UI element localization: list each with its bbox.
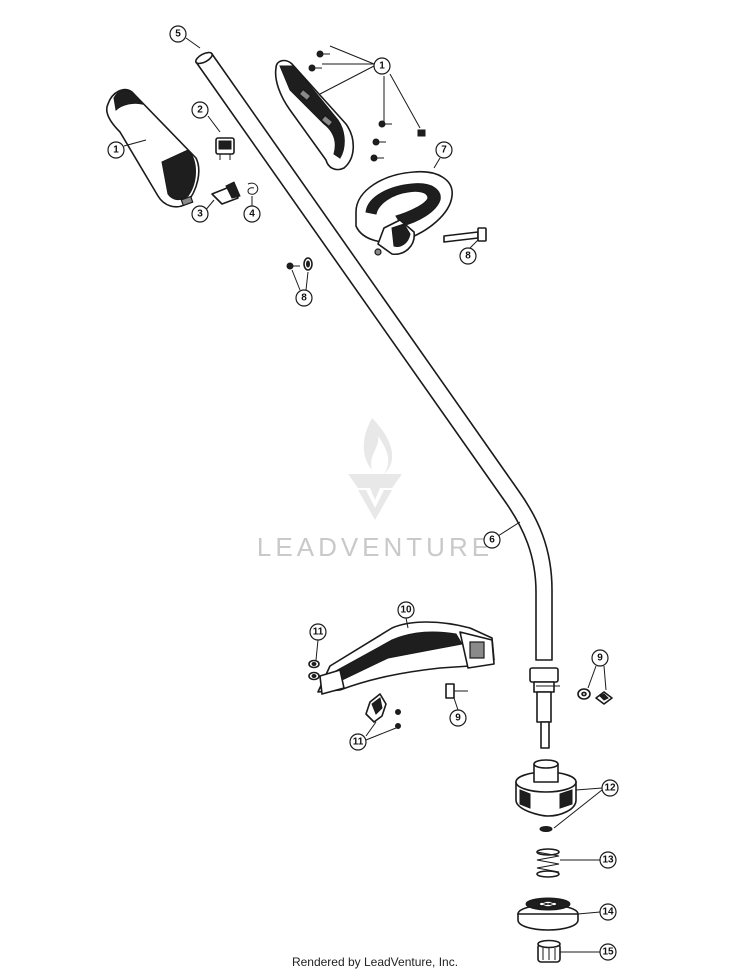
bump-knob-part <box>537 939 561 963</box>
spool-housing-part <box>515 759 577 832</box>
shaft-tube <box>195 51 553 661</box>
screw-set-part <box>308 50 426 162</box>
callout-10-label: 10 <box>400 605 412 616</box>
callout-6-label: 6 <box>489 535 495 546</box>
bolt-part <box>443 227 487 243</box>
callout-7-label: 7 <box>441 145 447 156</box>
nut-screw-part <box>286 257 313 271</box>
rear-handle-part <box>105 88 200 208</box>
callout-1-handle: 1 <box>107 141 125 159</box>
callout-8-left-label: 8 <box>301 293 307 304</box>
watermark-text: LEADVENTURE <box>257 532 493 562</box>
callout-2-label: 2 <box>197 105 203 116</box>
washer-part <box>308 659 320 681</box>
washer-nut-part <box>577 688 613 705</box>
callout-14: 14 <box>599 903 617 921</box>
callout-8-left: 8 <box>295 289 313 307</box>
screw <box>370 154 384 162</box>
callout-11-top: 11 <box>309 623 327 641</box>
callout-9-right: 9 <box>591 649 609 667</box>
callout-4-label: 4 <box>249 209 255 220</box>
callout-1-handle-label: 1 <box>113 145 119 156</box>
screw <box>372 138 386 146</box>
screw <box>417 129 426 137</box>
guard-part <box>317 621 495 695</box>
callout-7: 7 <box>435 141 453 159</box>
callout-9-left: 9 <box>449 709 467 727</box>
trigger-switch-part <box>215 137 235 160</box>
screw <box>316 50 330 58</box>
callout-11-top-label: 11 <box>313 627 324 638</box>
screw <box>378 120 392 128</box>
callout-9-left-label: 9 <box>455 713 461 724</box>
callout-4: 4 <box>243 205 261 223</box>
callout-13: 13 <box>599 851 617 869</box>
callout-8-right: 8 <box>459 247 477 265</box>
spool-part <box>517 897 579 931</box>
callout-12-label: 12 <box>604 783 616 794</box>
callout-3: 3 <box>191 205 209 223</box>
leader-lines <box>123 37 607 953</box>
callout-15: 15 <box>599 943 617 961</box>
callout-2: 2 <box>191 101 209 119</box>
callout-10: 10 <box>397 601 415 619</box>
callout-15-label: 15 <box>602 947 614 958</box>
callout-6: 6 <box>483 531 501 549</box>
guard-bolt-part <box>445 683 468 699</box>
shaft-clamp <box>529 667 560 749</box>
trigger-part <box>211 181 241 205</box>
handle-housing-part <box>274 59 355 171</box>
spool-spring-part <box>536 848 560 878</box>
callout-14-label: 14 <box>602 907 614 918</box>
screw <box>308 64 322 72</box>
spring-clip-part <box>247 182 259 195</box>
callout-12: 12 <box>601 779 619 797</box>
callout-11-bottom-label: 11 <box>353 737 364 748</box>
callout-1-screws-label: 1 <box>379 61 385 72</box>
callout-8-right-label: 8 <box>465 251 471 262</box>
callout-13-label: 13 <box>602 855 614 866</box>
callout-9-right-label: 9 <box>597 653 603 664</box>
front-handle-part <box>355 171 453 256</box>
callout-3-label: 3 <box>197 209 203 220</box>
callout-5-label: 5 <box>175 29 181 40</box>
bracket-part <box>365 693 401 729</box>
callout-5: 5 <box>169 25 187 43</box>
callout-11-bottom: 11 <box>349 733 367 751</box>
leadventure-watermark-logo <box>348 418 402 520</box>
footer-credit: Rendered by LeadVenture, Inc. <box>292 955 458 969</box>
callout-1-screws: 1 <box>373 57 391 75</box>
